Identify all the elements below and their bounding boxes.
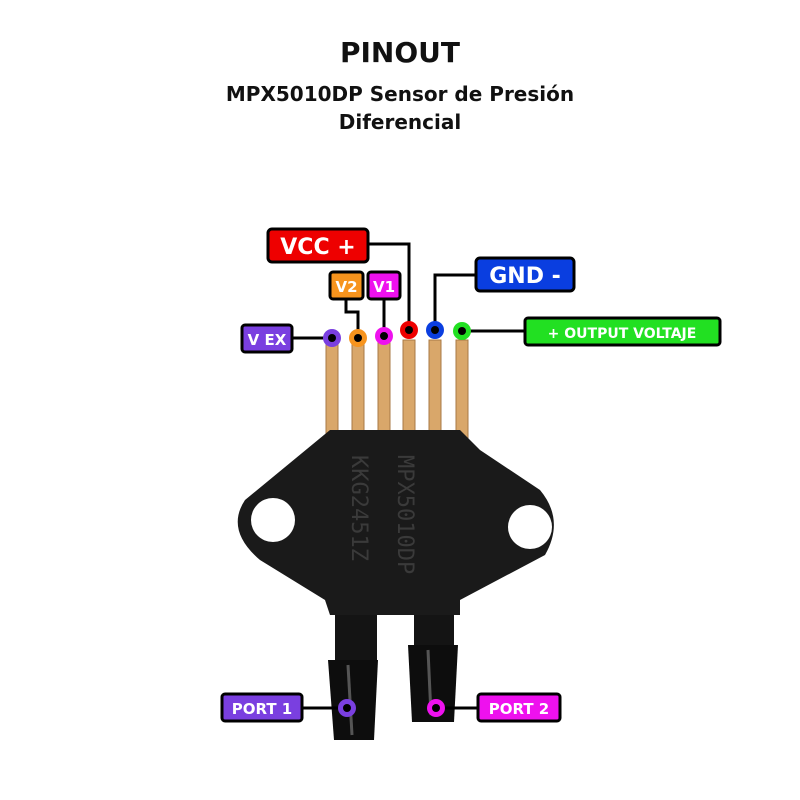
device-marking-1: MPX5010DP bbox=[392, 455, 417, 574]
pin-label-v1: V1 bbox=[366, 270, 402, 301]
svg-text:PORT 1: PORT 1 bbox=[232, 700, 293, 718]
pin-leads bbox=[325, 339, 469, 451]
svg-text:V EX: V EX bbox=[248, 331, 287, 349]
pin-label-v2: V2 bbox=[328, 270, 365, 301]
pin-label-vex: V EX bbox=[240, 323, 294, 354]
pin-label-output: + OUTPUT VOLTAJE bbox=[523, 316, 722, 347]
svg-text:+ OUTPUT VOLTAJE: + OUTPUT VOLTAJE bbox=[548, 326, 697, 342]
svg-text:V2: V2 bbox=[335, 278, 357, 296]
pin-label-vcc: VCC + bbox=[266, 227, 370, 264]
device-marking-2: KKG2451Z bbox=[346, 455, 371, 561]
mounting-hole-right bbox=[508, 505, 552, 549]
svg-text:GND -: GND - bbox=[489, 264, 561, 289]
svg-text:V1: V1 bbox=[373, 278, 395, 296]
mounting-hole-left bbox=[251, 498, 295, 542]
page-title: PINOUT bbox=[339, 36, 460, 69]
leader-lines bbox=[292, 242, 525, 710]
pressure-ports bbox=[328, 600, 458, 740]
port-label-1: PORT 1 bbox=[220, 692, 304, 723]
svg-text:PORT 2: PORT 2 bbox=[489, 700, 550, 718]
pin-label-gnd: GND - bbox=[474, 256, 576, 293]
page-subtitle: MPX5010DP Sensor de Presión Diferencial bbox=[225, 82, 575, 134]
port-label-2: PORT 2 bbox=[476, 692, 562, 723]
sensor-body: MPX5010DP KKG2451Z bbox=[237, 430, 554, 615]
pin-dots bbox=[323, 321, 471, 717]
svg-text:VCC +: VCC + bbox=[280, 235, 355, 260]
